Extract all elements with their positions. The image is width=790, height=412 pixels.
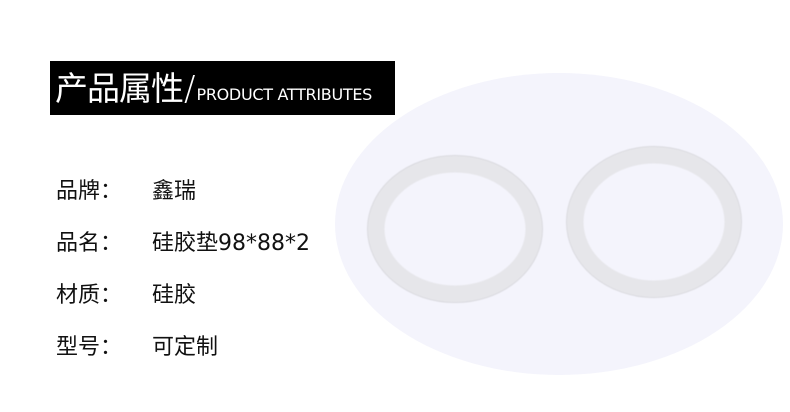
gasket-ring-left <box>367 155 543 303</box>
attribute-value: 硅胶垫98*88*2 <box>152 230 310 256</box>
attribute-value: 硅胶 <box>152 282 197 308</box>
attribute-label: 材质： <box>56 282 123 308</box>
attribute-model: 型号： 可定制 <box>56 326 310 363</box>
attribute-brand: 品牌： 鑫瑞 <box>56 170 310 207</box>
attribute-product-name: 品名： 硅胶垫98*88*2 <box>56 222 310 259</box>
attribute-value: 可定制 <box>152 334 219 360</box>
section-header-banner: 产品属性 / PRODUCT ATTRIBUTES <box>50 61 395 115</box>
attribute-label: 型号： <box>56 334 123 360</box>
section-title-cn: 产品属性 <box>55 69 184 108</box>
attribute-material: 材质： 硅胶 <box>56 274 310 311</box>
section-title-en: PRODUCT ATTRIBUTES <box>196 85 373 104</box>
title-separator: / <box>184 69 196 109</box>
attribute-list: 品牌： 鑫瑞 品名： 硅胶垫98*88*2 材质： 硅胶 型号： 可定制 <box>56 170 310 378</box>
attribute-label: 品牌： <box>56 178 123 204</box>
backdrop-ellipse <box>335 73 783 375</box>
attribute-value: 鑫瑞 <box>152 178 197 204</box>
gasket-ring-right <box>566 146 742 298</box>
attribute-label: 品名： <box>56 230 123 256</box>
